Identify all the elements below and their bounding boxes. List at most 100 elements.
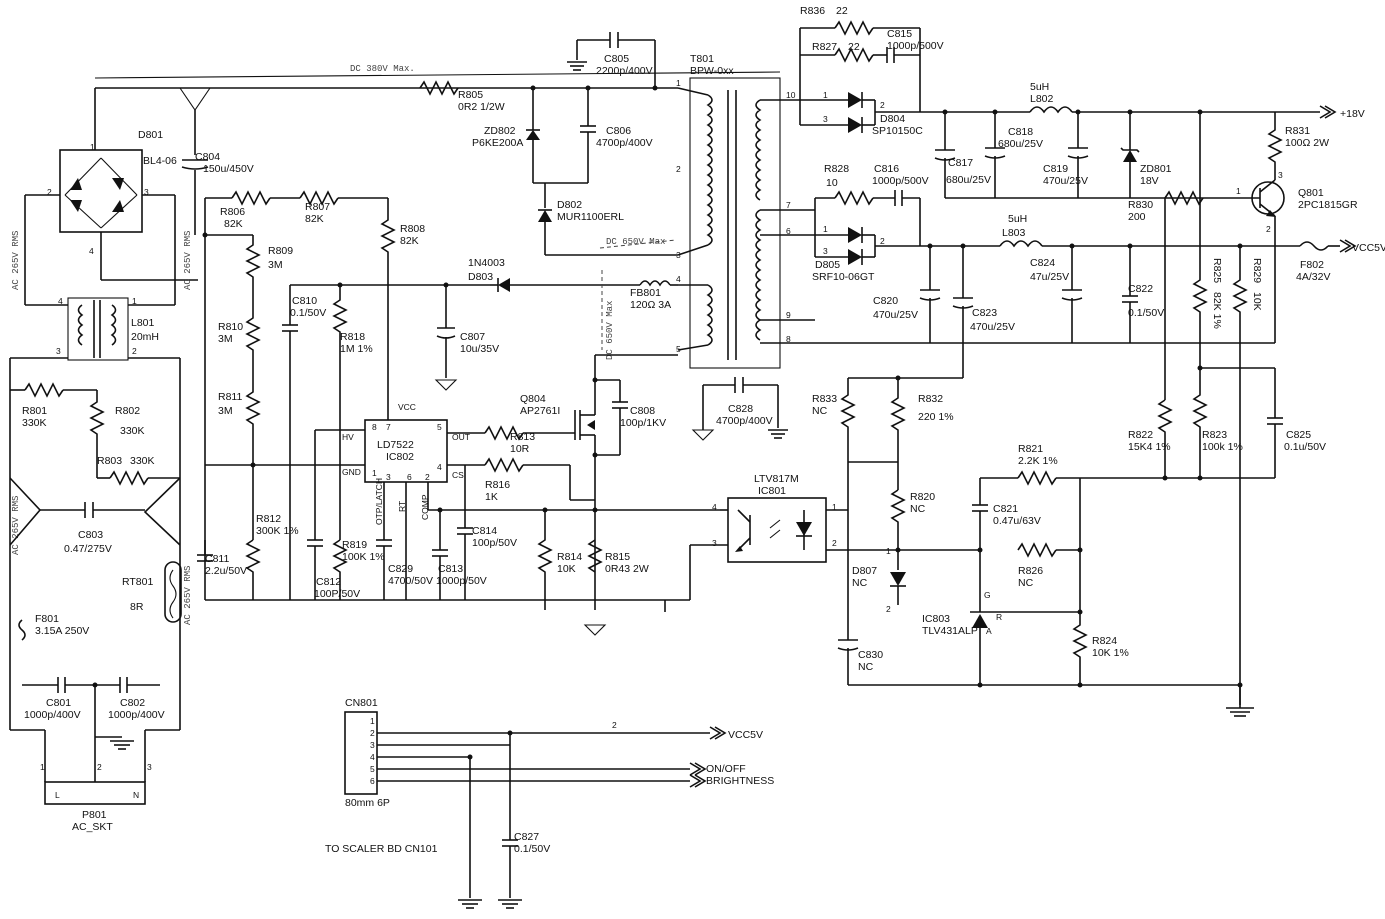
label-r816-ref: R816	[485, 479, 510, 491]
label-9: 9	[786, 310, 791, 320]
label-c815-value: 1000p/500V	[887, 40, 944, 52]
label-r814-ref: R814	[557, 551, 582, 563]
label-c822-ref: C822	[1128, 283, 1153, 295]
label-c817-ref: C817	[948, 157, 973, 169]
label-comp: COMP	[420, 494, 430, 520]
label-l802-value: 5uH	[1030, 81, 1049, 93]
label-l801-value: 20mH	[131, 331, 159, 343]
label-l801-ref: L801	[131, 317, 155, 329]
label-c818-value: 680u/25V	[998, 138, 1043, 150]
label-r820-value: NC	[910, 503, 926, 515]
label-c802-ref: C802	[120, 697, 145, 709]
scaler-board-label: TO SCALER BD CN101	[325, 843, 438, 855]
connector-vcc5v: VCC5V	[728, 729, 763, 741]
label-3: 3	[370, 740, 375, 750]
signal-onoff: ON/OFF	[706, 763, 746, 775]
resistor-r805: R805 0R2 1/2W	[419, 80, 505, 113]
label-4: 4	[676, 274, 681, 284]
label-c823-ref: C823	[972, 307, 997, 319]
label-r836-ref: R836	[800, 5, 825, 17]
label-2: 2	[880, 236, 885, 246]
label-r801-value: 330K	[22, 417, 47, 429]
label-c821-value: 0.47u/63V	[993, 515, 1041, 527]
label-r827-ref: R827	[812, 41, 837, 53]
label-r816-value: 1K	[485, 491, 498, 503]
label-c827-value: 0.1/50V	[514, 843, 550, 855]
ac-rail-label-2: AC 265V RMS	[183, 231, 193, 290]
label-c819-ref: C819	[1043, 163, 1068, 175]
label-ic803-value: TLV431ALP	[922, 625, 978, 637]
secondary-18v: R836 22 R827 22 C815 1000p/500V 1 3 2 D8…	[799, 5, 1365, 248]
label-c820-value: 470u/25V	[873, 309, 918, 321]
label-c828-value: 4700p/400V	[716, 415, 773, 427]
label-r815-value: 0R43 2W	[605, 563, 649, 575]
label-1: 1	[90, 142, 95, 152]
label-r: R	[996, 612, 1002, 622]
label-c824-value: 47u/25V	[1030, 271, 1069, 283]
label-4: 4	[89, 246, 94, 256]
label-r801-ref: R801	[22, 405, 47, 417]
label-2: 2	[47, 187, 52, 197]
label-r823-ref: R823	[1202, 429, 1227, 441]
label-c806-value: 4700p/400V	[596, 137, 653, 149]
label-c820-ref: C820	[873, 295, 898, 307]
label-1: 1	[832, 502, 837, 512]
label-c813-value: 1000p/50V	[436, 575, 487, 587]
label-d803-value: 1N4003	[468, 257, 505, 269]
label-r831-value: 100Ω 2W	[1285, 137, 1329, 149]
label-5: 5	[370, 764, 375, 774]
label-r832-value: 220 1%	[918, 411, 954, 423]
label-r808-ref: R808	[400, 223, 425, 235]
label-p3: 3	[386, 472, 391, 482]
label-r805-ref: R805	[458, 89, 483, 101]
label-cs: CS	[452, 470, 464, 480]
label-r836-value: 22	[836, 5, 848, 17]
ac-rail-label-4: AC 265V RMS	[183, 566, 193, 625]
label-cn801-value: 80mm 6P	[345, 797, 390, 809]
label-r829-value: 10K	[1251, 292, 1263, 311]
label-gnd: GND	[342, 467, 361, 477]
label-r806-ref: R806	[220, 206, 245, 218]
label-3: 3	[823, 246, 828, 256]
junction-dots	[92, 85, 1243, 760]
label-c818-ref: C818	[1008, 126, 1033, 138]
hv-dc-bus: DC 380V Max.	[94, 64, 781, 155]
label-fb801-value: 120Ω 3A	[630, 299, 671, 311]
label-r827-value: 22	[848, 41, 860, 53]
label-rt801-value: 8R	[130, 601, 144, 613]
label-r807-ref: R807	[305, 201, 330, 213]
label-r831-ref: R831	[1285, 125, 1310, 137]
label-r809-ref: R809	[268, 245, 293, 257]
label-r820-ref: R820	[910, 491, 935, 503]
label-cn801-ref: CN801	[345, 697, 378, 709]
label-3: 3	[147, 762, 152, 772]
label-zd801-value: 18V	[1140, 175, 1159, 187]
label-p801-value: AC_SKT	[72, 821, 113, 833]
label-c814-ref: C814	[472, 525, 497, 537]
rail-label-650v: DC 650V Max	[606, 237, 665, 247]
capacitor-c803: C803 0.47/275V	[9, 477, 181, 555]
label-l802-ref: L802	[1030, 93, 1054, 105]
label-t801-value: BPW-0xx	[690, 65, 734, 77]
label-r833-ref: R833	[812, 393, 837, 405]
label-3: 3	[1278, 170, 1283, 180]
label-c824-ref: C824	[1030, 257, 1055, 269]
label-r824-value: 10K 1%	[1092, 647, 1129, 659]
label-c815-ref: C815	[887, 28, 912, 40]
output-vcc5v: VCC5V	[1352, 242, 1385, 254]
label-3: 3	[823, 114, 828, 124]
label-1: 1	[823, 90, 828, 100]
snubber-network: ZD802 P6KE200A C806 4700p/400V D802 MUR1…	[472, 88, 678, 256]
label-2: 2	[612, 720, 617, 730]
label-c805-ref: C805	[604, 53, 629, 65]
label-c807-value: 10u/35V	[460, 343, 499, 355]
label-c801-ref: C801	[46, 697, 71, 709]
label-c814-value: 100p/50V	[472, 537, 517, 549]
label-l803-value: 5uH	[1008, 213, 1027, 225]
label-c812-value: 100P/50V	[314, 588, 360, 600]
label-r805-value: 0R2 1/2W	[458, 101, 505, 113]
label-6: 6	[786, 226, 791, 236]
gate-drive: R813 10R R816 1K Q804 AP2761I C808 100p/…	[484, 354, 678, 610]
label-r819-ref: R819	[342, 539, 367, 551]
